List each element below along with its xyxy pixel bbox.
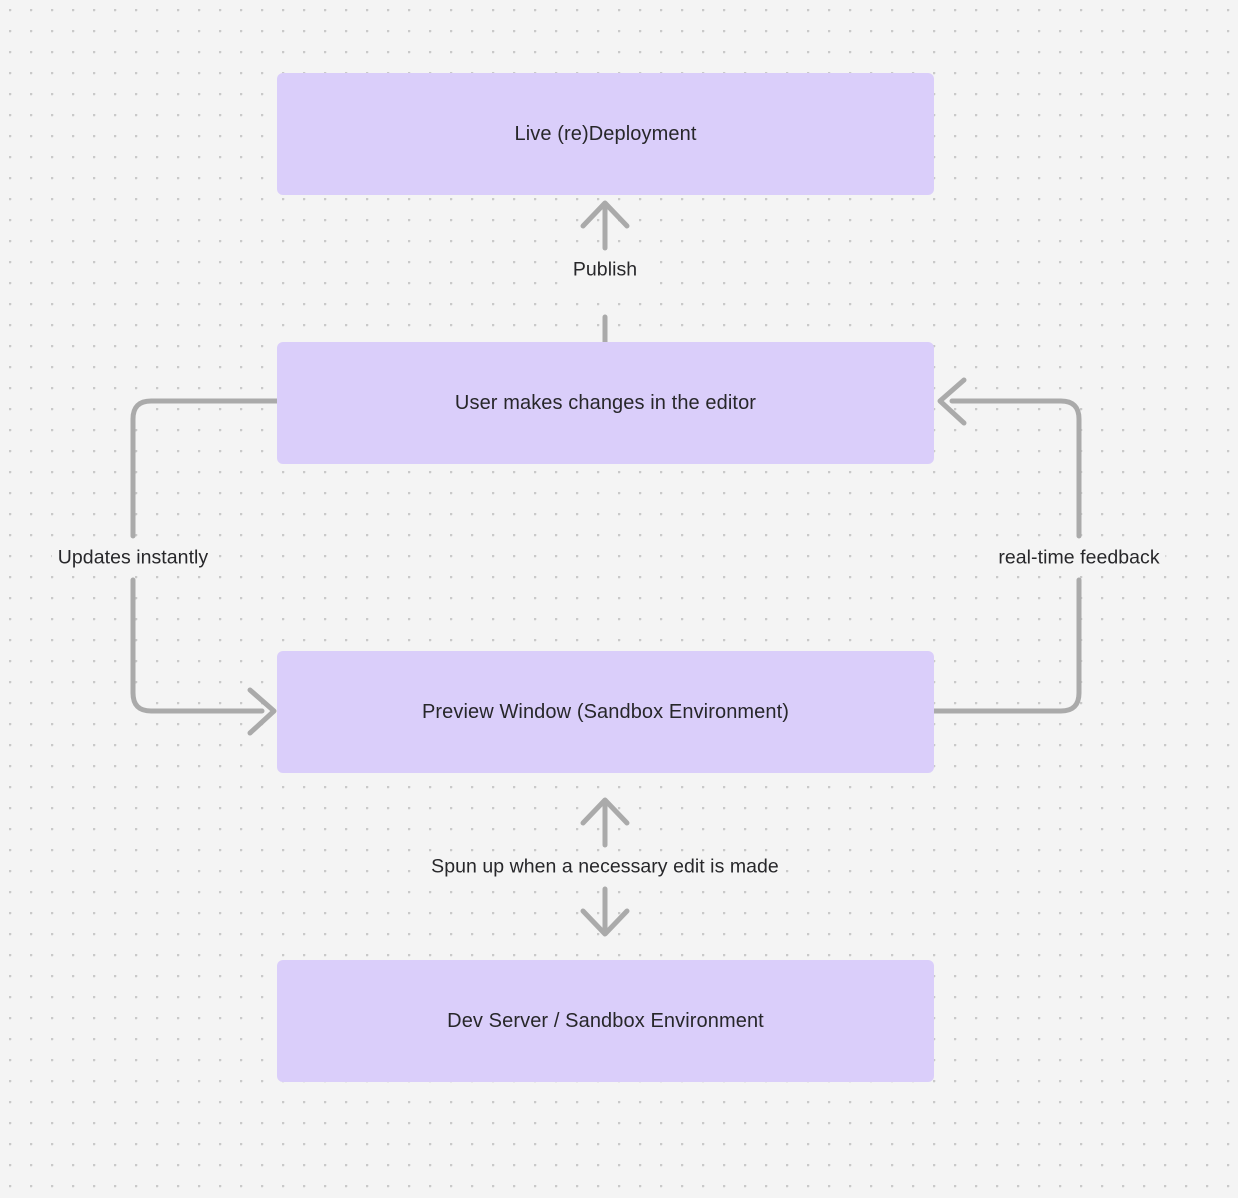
edge-label-updates-instantly: Updates instantly [51,543,215,573]
edge-label-spun-up: Spun up when a necessary edit is made [425,852,785,882]
node-label: Preview Window (Sandbox Environment) [421,701,790,723]
node-user-makes-changes[interactable]: User makes changes in the editor [277,342,934,464]
node-preview-window[interactable]: Preview Window (Sandbox Environment) [277,651,934,773]
node-live-redeployment[interactable]: Live (re)Deployment [277,73,934,195]
edge-label-publish: Publish [566,255,644,285]
node-label: User makes changes in the editor [454,392,757,414]
node-label: Dev Server / Sandbox Environment [447,1010,764,1032]
edge-label-real-time-feedback: real-time feedback [992,543,1166,573]
node-dev-server[interactable]: Dev Server / Sandbox Environment [277,960,934,1082]
node-label: Live (re)Deployment [514,123,697,145]
